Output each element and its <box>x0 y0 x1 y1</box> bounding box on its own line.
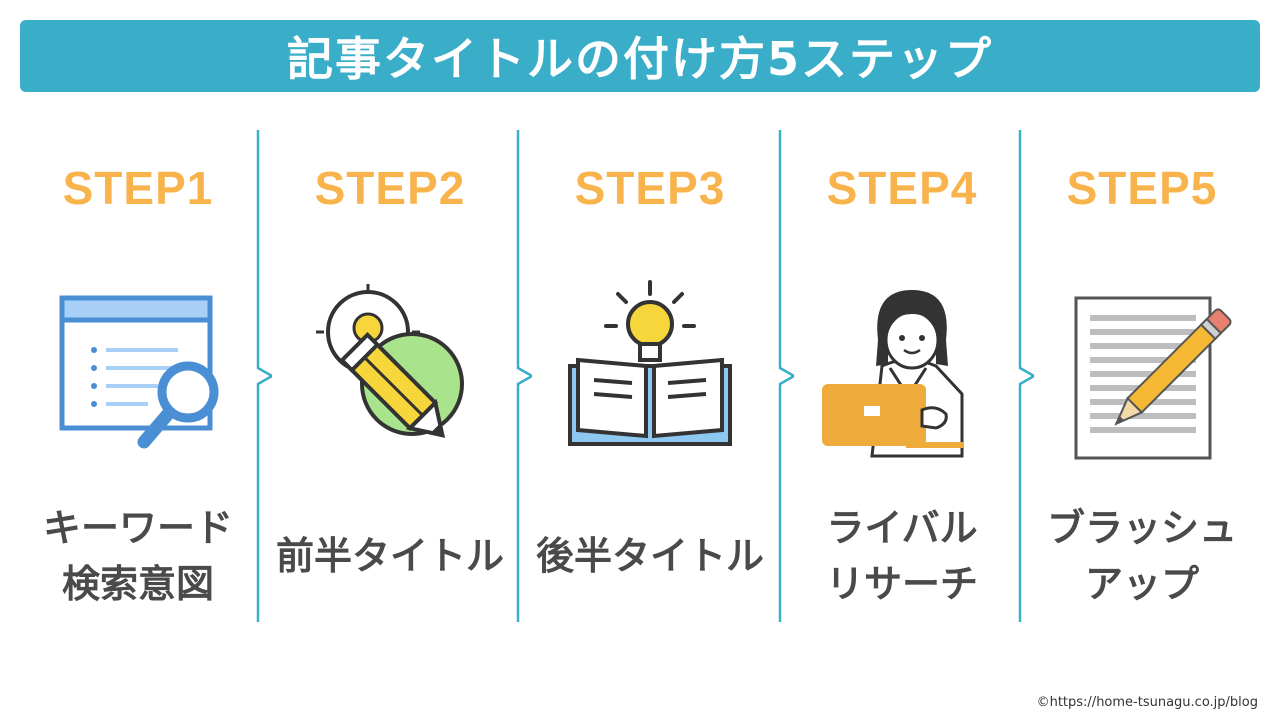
step-1: STEP1 キーワード 検索意図 <box>20 120 256 620</box>
book-lightbulb-icon <box>568 280 732 446</box>
step-text: ブラッシュ アップ <box>1024 500 1260 612</box>
title-banner: 記事タイトルの付け方5ステップ <box>20 20 1260 92</box>
step-label: STEP3 <box>574 162 726 214</box>
idea-pencil-icon <box>316 284 464 438</box>
step-3: STEP3 後半タイトル <box>532 120 768 620</box>
step-text-line: 前半タイトル <box>275 534 504 578</box>
step-text-line: アップ <box>1084 562 1199 606</box>
step-text-line: 検索意図 <box>61 562 214 606</box>
step-text-line: ライバル <box>826 506 978 550</box>
step-label: STEP1 <box>62 162 214 214</box>
step-label: STEP4 <box>826 162 978 214</box>
step-text-line: キーワード <box>42 506 233 550</box>
step-divider <box>256 130 272 622</box>
copyright-credit: ©https://home-tsunagu.co.jp/blog <box>1036 695 1258 710</box>
step-text: 後半タイトル <box>532 500 768 612</box>
paper-pencil-icon <box>1074 296 1232 460</box>
step-4: STEP4 ライバル リサーチ <box>784 120 1020 620</box>
step-text: ライバル リサーチ <box>784 500 1020 612</box>
step-divider <box>516 130 532 622</box>
search-document-icon <box>59 295 219 449</box>
step-text-line: 後半タイトル <box>535 534 764 578</box>
step-label: STEP5 <box>1066 162 1218 214</box>
step-text-line: ブラッシュ <box>1046 506 1237 550</box>
step-text: キーワード 検索意図 <box>20 500 256 612</box>
step-text-line: リサーチ <box>825 562 978 606</box>
woman-laptop-icon <box>822 290 964 458</box>
page-title: 記事タイトルの付け方5ステップ <box>286 32 993 86</box>
step-5: STEP5 ブラッシュ アップ <box>1024 120 1260 620</box>
step-text: 前半タイトル <box>272 500 508 612</box>
step-label: STEP2 <box>314 162 466 214</box>
step-2: STEP2 前半タイトル <box>272 120 508 620</box>
step-divider <box>778 130 794 622</box>
step-divider <box>1018 130 1034 622</box>
